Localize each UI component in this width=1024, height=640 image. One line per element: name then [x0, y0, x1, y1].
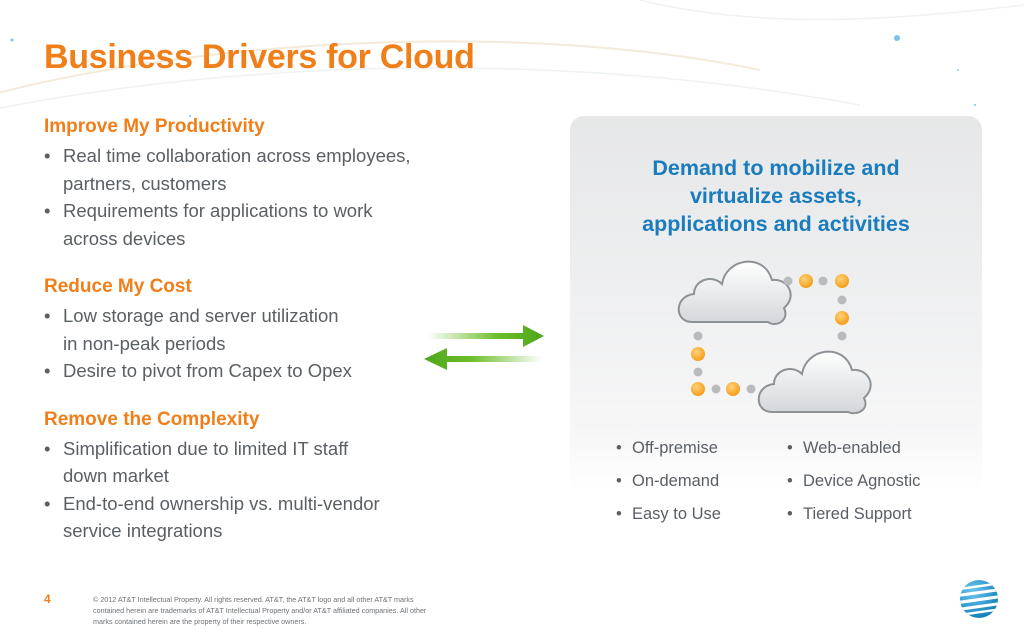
bullet-marker: •	[616, 439, 622, 457]
bullet-marker: •	[787, 505, 793, 523]
section-heading-cost: Reduce My Cost	[44, 276, 192, 297]
bullet-text-line: in non-peak periods	[63, 332, 226, 354]
bullet-marker: •	[44, 360, 51, 381]
bullet-marker: •	[44, 305, 51, 326]
page-number: 4	[44, 592, 51, 606]
bullet-marker: •	[44, 200, 51, 221]
bullet-item: • Requirements for applications to work …	[44, 197, 474, 252]
bullet-text-line: Desire to pivot from Capex to Opex	[63, 360, 352, 381]
bullet-text-line: down market	[63, 465, 169, 486]
bullet-marker: •	[616, 472, 622, 490]
feature-label: Off-premise	[632, 439, 718, 457]
bullet-text-line: Requirements for applications to work	[63, 200, 373, 221]
bullet-marker: •	[616, 505, 622, 523]
bullet-text-line: Simplification due to limited IT staff	[63, 437, 349, 459]
bullet-item: • Real time collaboration across employe…	[44, 142, 474, 197]
panel-heading-line: Demand to mobilize and	[652, 156, 900, 180]
bullet-marker: •	[787, 472, 793, 490]
panel-heading-line: virtualize assets,	[689, 184, 863, 208]
features-right: • Web-enabled • Device Agnostic • Tiered Su…	[783, 432, 920, 531]
bullet-marker: •	[44, 492, 51, 514]
bullet-text-line: Low storage and server utilization	[63, 305, 339, 326]
productivity-bullets: • Real time collaboration across employe…	[44, 142, 474, 252]
cloud-top-left	[677, 260, 792, 326]
feature-label: Easy to Use	[632, 505, 721, 523]
feature-item: • Easy to Use	[612, 498, 721, 531]
complexity-bullets: • Simplification due to limited IT staff…	[44, 435, 474, 545]
feature-label: Web-enabled	[803, 439, 901, 457]
drivers-list: Improve My Productivity • Real time coll…	[44, 112, 474, 565]
cloud-bottom-right	[757, 350, 872, 415]
bullet-text-line: partners, customers	[63, 172, 227, 194]
bullet-item: • Low storage and server utilization in …	[44, 302, 474, 357]
section-heading-productivity: Improve My Productivity	[44, 116, 265, 137]
bullet-text-line: across devices	[63, 227, 186, 249]
features-left: • Off-premise • On-demand • Easy to Use	[612, 432, 721, 531]
feature-item: • Tiered Support	[783, 498, 920, 531]
copyright-notice: © 2012 AT&T Intellectual Property. All r…	[93, 595, 427, 626]
bullet-text-line: Real time collaboration across employees…	[63, 145, 411, 166]
feature-item: • Device Agnostic	[783, 465, 920, 498]
bullet-item: • Simplification due to limited IT staff…	[44, 435, 474, 490]
bullet-text-line: service integrations	[63, 520, 223, 541]
bullet-item: • End-to-end ownership vs. multi-vendor …	[44, 490, 474, 545]
cost-bullets: • Low storage and server utilization in …	[44, 302, 474, 385]
att-globe-logo-icon	[960, 580, 998, 618]
bullet-marker: •	[44, 437, 51, 459]
feature-item: • Web-enabled	[783, 432, 920, 465]
bullet-marker: •	[44, 145, 51, 166]
feature-label: Tiered Support	[803, 505, 912, 523]
bullet-marker: •	[787, 439, 793, 457]
bidirectional-arrow-icon	[424, 325, 544, 370]
feature-item: • On-demand	[612, 465, 721, 498]
section-heading-complexity: Remove the Complexity	[44, 408, 260, 430]
cloud-icon	[677, 260, 872, 415]
panel-heading-line: applications and activities	[642, 212, 910, 236]
bullet-text-line: End-to-end ownership vs. multi-vendor	[63, 492, 380, 514]
feature-item: • Off-premise	[612, 432, 721, 465]
feature-label: Device Agnostic	[803, 472, 921, 490]
feature-label: On-demand	[632, 472, 720, 490]
panel-heading: Demand to mobilize and virtualize assets…	[570, 154, 982, 238]
slide-title: Business Drivers for Cloud	[44, 38, 475, 76]
bullet-item: • Desire to pivot from Capex to Opex	[44, 357, 474, 385]
